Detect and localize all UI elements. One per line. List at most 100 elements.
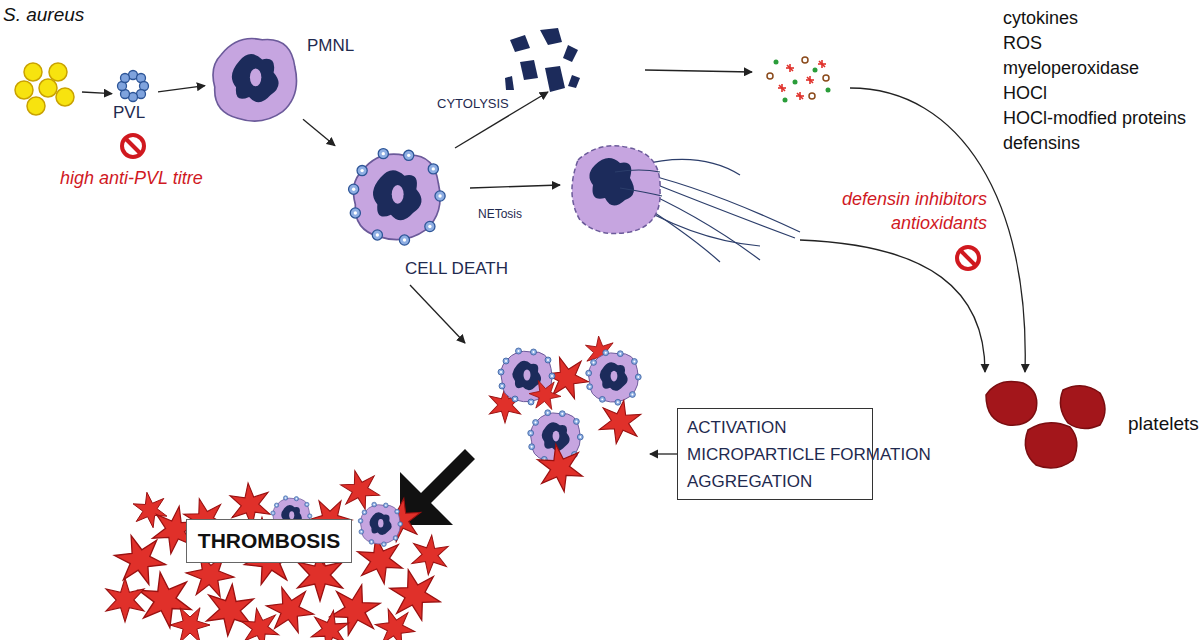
thrombus bbox=[358, 502, 402, 546]
mediator-particles bbox=[807, 77, 813, 83]
node-text: MICROPARTICLE FORMATION bbox=[687, 441, 872, 468]
net-cell bbox=[620, 188, 662, 196]
node-text: PMNL bbox=[307, 36, 354, 56]
cell-fragments bbox=[568, 75, 580, 88]
node-text: cytokines bbox=[1003, 6, 1198, 31]
mediator-particles bbox=[774, 60, 779, 65]
node-text: CELL DEATH bbox=[405, 259, 508, 279]
platelet-drawing bbox=[1060, 386, 1105, 429]
inhibitor-note: defensin inhibitors antioxidants bbox=[790, 187, 987, 235]
node-text: ROS bbox=[1003, 31, 1198, 56]
node-text: PVL bbox=[113, 103, 145, 123]
node-text: S. aureus bbox=[3, 4, 84, 26]
net-cell bbox=[615, 170, 660, 172]
platelet-drawing bbox=[986, 382, 1105, 469]
flow-arrow bbox=[470, 185, 560, 188]
neutrophil-cell: PMNL bbox=[205, 30, 303, 128]
mediator-particles bbox=[774, 60, 831, 103]
mediator-particles bbox=[767, 57, 831, 103]
mediator-particles bbox=[787, 65, 793, 71]
toxin-node: PVL bbox=[112, 66, 158, 124]
thrombus bbox=[372, 607, 417, 640]
thrombus bbox=[96, 573, 153, 628]
thrombus bbox=[304, 604, 357, 640]
cell-fragments bbox=[540, 28, 562, 45]
pvl-pore-icon bbox=[121, 74, 130, 83]
node-text: platelets bbox=[1128, 413, 1199, 435]
cell-fragments bbox=[505, 28, 580, 92]
mediator-particles bbox=[819, 61, 825, 67]
aggregate-cluster bbox=[591, 393, 649, 450]
no-sign bbox=[960, 250, 976, 266]
thrombus bbox=[170, 608, 210, 640]
cell-fragments bbox=[510, 35, 530, 52]
net-cell bbox=[640, 178, 795, 238]
neutrophil-drawing bbox=[205, 30, 303, 128]
thrombus bbox=[384, 567, 446, 624]
bacteria-cluster: S. aureus bbox=[12, 64, 82, 116]
node-text: ACTIVATION bbox=[687, 414, 872, 441]
thrombus bbox=[404, 529, 457, 580]
mediator-particles bbox=[793, 80, 798, 85]
aggregate-cluster bbox=[530, 440, 589, 495]
no-sign bbox=[957, 247, 979, 269]
mediator-particles bbox=[778, 60, 826, 100]
pathway-label: CYTOLYSIS bbox=[437, 96, 509, 111]
aggregate-cluster bbox=[528, 380, 562, 410]
mediator-particles bbox=[779, 85, 785, 91]
net-cell bbox=[589, 158, 634, 206]
cell-fragments bbox=[505, 76, 514, 90]
no-sign bbox=[122, 135, 144, 157]
no-sign bbox=[957, 247, 979, 269]
flow-arrow bbox=[303, 119, 335, 145]
bacteria-icon bbox=[12, 64, 82, 116]
cell-fragments bbox=[545, 66, 565, 92]
bacteria-icon bbox=[49, 63, 67, 81]
aggregate-cluster bbox=[586, 350, 641, 405]
flow-arrow bbox=[650, 453, 677, 454]
platelet-drawing bbox=[986, 382, 1037, 426]
pvl-pore-icon bbox=[118, 71, 149, 102]
node-text: HOCl-modfied proteins bbox=[1003, 106, 1198, 131]
net-cell bbox=[572, 146, 800, 262]
node-text: HOCl bbox=[1003, 81, 1198, 106]
thrombus bbox=[96, 468, 456, 640]
mediator-particles bbox=[783, 98, 788, 103]
no-sign bbox=[122, 135, 144, 157]
process-box: ACTIVATIONMICROPARTICLE FORMATIONAGGREGA… bbox=[677, 408, 873, 500]
neutrophil-drawing bbox=[213, 39, 297, 122]
bacteria-icon bbox=[15, 63, 74, 115]
platelet-group: platelets bbox=[978, 375, 1113, 475]
node-text: THROMBOSIS bbox=[187, 520, 351, 562]
platelet-drawing bbox=[1025, 423, 1077, 468]
mediator-particles bbox=[767, 57, 829, 99]
cell-fragments bbox=[520, 60, 538, 80]
no-sign bbox=[125, 138, 141, 154]
thrombus bbox=[263, 585, 317, 634]
node-text: myeloperoxidase bbox=[1003, 56, 1198, 81]
flow-arrow bbox=[158, 86, 205, 92]
thrombus bbox=[235, 605, 284, 640]
mediator-list: cytokinesROSmyeloperoxidaseHOClHOCl-modf… bbox=[1003, 6, 1198, 158]
net-cell bbox=[615, 170, 662, 196]
platelet-drawing bbox=[978, 375, 1113, 475]
bacteria-icon bbox=[56, 88, 74, 106]
node-text: defensins bbox=[1003, 131, 1198, 156]
flow-arrow bbox=[82, 92, 112, 94]
dying-cell: CELL DEATH bbox=[335, 135, 457, 257]
bacteria-icon bbox=[15, 81, 33, 99]
flow-arrow bbox=[410, 285, 465, 343]
bacteria-icon bbox=[27, 97, 45, 115]
flow-arrow bbox=[800, 240, 985, 372]
mediator-particles bbox=[826, 88, 831, 93]
bacteria-icon bbox=[24, 63, 42, 81]
mediator-particles bbox=[813, 68, 818, 73]
flow-arrow bbox=[645, 70, 752, 72]
mediator-particles bbox=[809, 93, 815, 99]
bacteria-icon bbox=[39, 79, 57, 97]
node-text: AGGREGATION bbox=[687, 468, 872, 495]
pathway-label: NETosis bbox=[478, 207, 522, 221]
mediator-particles bbox=[797, 93, 803, 99]
cell-fragments bbox=[563, 45, 578, 62]
